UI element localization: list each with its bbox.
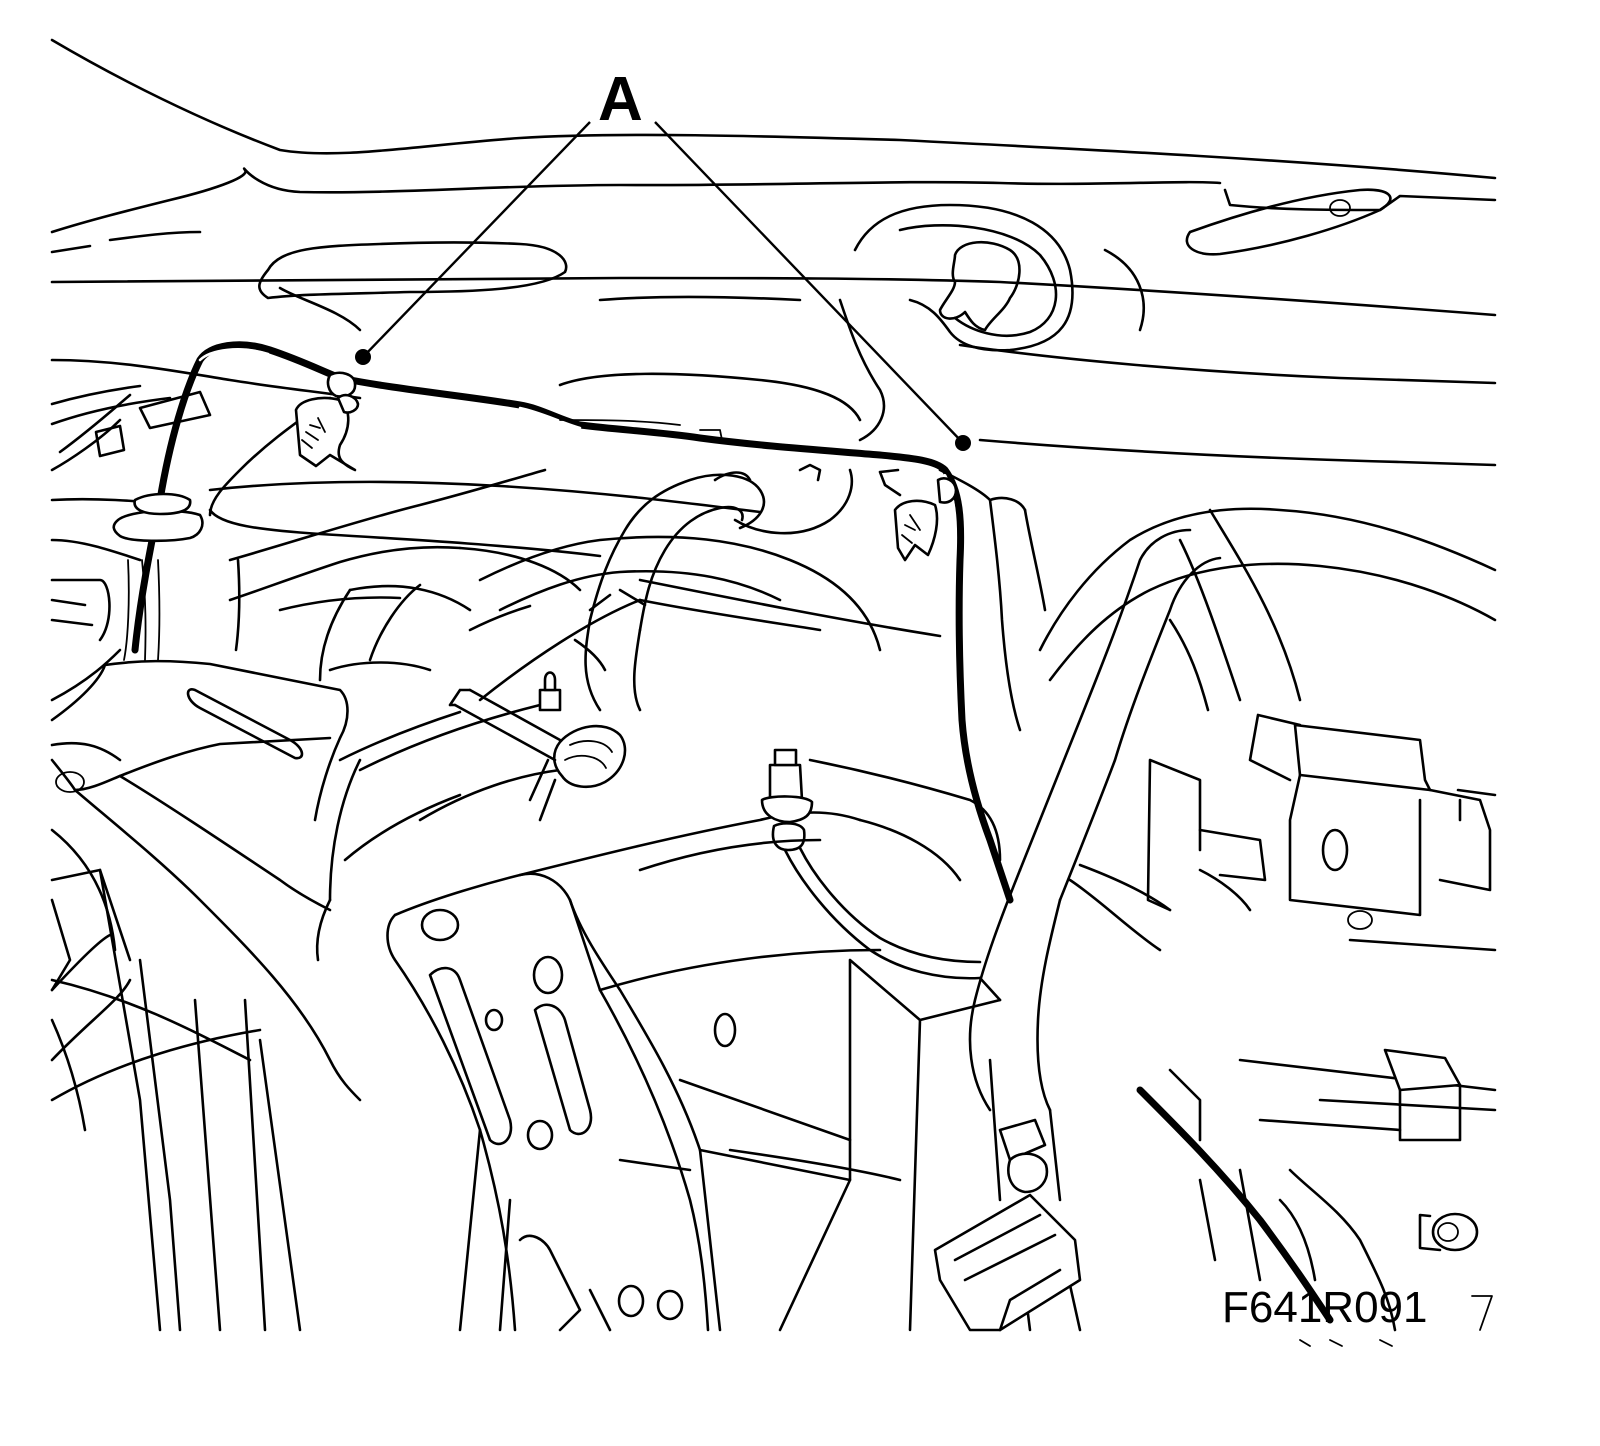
figure-id: F641R091 xyxy=(1222,1283,1427,1332)
right-structure xyxy=(968,507,1497,1332)
bottom-connector xyxy=(933,1118,1082,1332)
cross-member xyxy=(50,358,942,638)
lower-bracket-plate xyxy=(386,748,1082,1332)
callout-leader-lines xyxy=(355,121,971,451)
main-wiring-harness xyxy=(112,341,1047,904)
center-harness-loop xyxy=(448,468,854,789)
dashboard-top-panel xyxy=(50,167,1497,467)
edge-marks xyxy=(1299,1295,1493,1347)
left-structure xyxy=(50,384,362,1332)
callout-label-a: A xyxy=(598,65,643,134)
steering-column xyxy=(228,468,882,962)
windscreen-edge xyxy=(50,38,1497,180)
